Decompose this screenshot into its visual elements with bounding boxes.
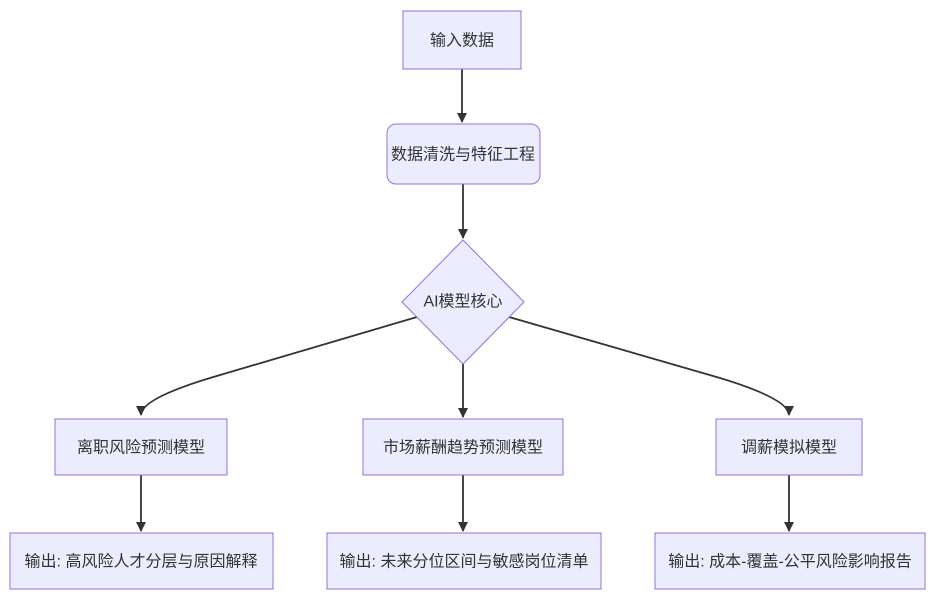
node-salary-adjust-model: 调薪模拟模型	[715, 418, 863, 476]
node-market-output: 输出: 未来分位区间与敏感岗位清单	[326, 532, 602, 590]
node-adjust-output-shape	[654, 532, 926, 590]
node-market-output-shape	[326, 532, 602, 590]
node-attrition-output-label: 输出: 高风险人才分层与原因解释	[25, 553, 258, 571]
node-input-data: 输入数据	[402, 10, 522, 70]
edge-core-to-adjust-model	[508, 316, 794, 416]
node-attrition-risk-model-shape	[54, 418, 228, 476]
edge-core-to-attrition-model	[136, 316, 418, 416]
node-ai-model-core-label: AI模型核心	[423, 293, 502, 311]
node-salary-adjust-model-label: 调薪模拟模型	[741, 439, 837, 457]
node-ai-model-core: AI模型核心	[401, 239, 525, 365]
node-data-cleaning: 数据清洗与特征工程	[386, 123, 541, 185]
node-data-cleaning-label: 数据清洗与特征工程	[391, 146, 535, 164]
node-attrition-risk-model-label: 离职风险预测模型	[77, 439, 205, 457]
node-ai-model-core-shape	[401, 239, 525, 365]
node-market-trend-model: 市场薪酬趋势预测模型	[362, 418, 564, 476]
node-input-data-shape	[402, 10, 522, 70]
node-market-trend-model-shape	[362, 418, 564, 476]
node-salary-adjust-model-shape	[715, 418, 863, 476]
node-market-trend-model-label: 市场薪酬趋势预测模型	[383, 439, 543, 457]
edges-layer	[136, 69, 794, 532]
node-market-output-label: 输出: 未来分位区间与敏感岗位清单	[340, 553, 589, 571]
node-adjust-output-label: 输出: 成本-覆盖-公平风险影响报告	[668, 553, 912, 571]
node-data-cleaning-shape	[386, 123, 541, 185]
node-input-data-label: 输入数据	[430, 32, 494, 50]
node-attrition-risk-model: 离职风险预测模型	[54, 418, 228, 476]
node-attrition-output: 输出: 高风险人才分层与原因解释	[9, 532, 274, 590]
node-adjust-output: 输出: 成本-覆盖-公平风险影响报告	[654, 532, 926, 590]
node-attrition-output-shape	[9, 532, 274, 590]
